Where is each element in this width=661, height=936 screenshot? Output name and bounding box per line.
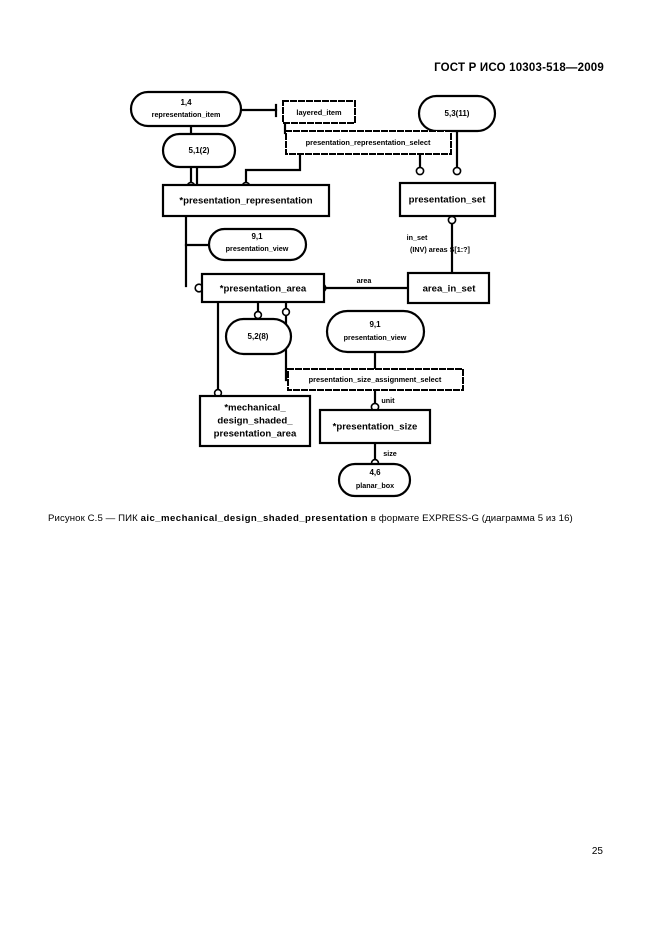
page-ref-5-2 bbox=[224, 317, 293, 356]
page-ref-5-3-number: 5,3(11) bbox=[445, 109, 470, 118]
select-presentation-size-assignment-select bbox=[287, 368, 464, 391]
page-number: 25 bbox=[591, 846, 603, 857]
page-ref-presentation-view-upper-number: 9,1 bbox=[251, 232, 263, 241]
edge-label-inv-areas: (INV) areas S[1:?] bbox=[410, 245, 470, 254]
page-ref-presentation-view-upper-label: presentation_view bbox=[226, 244, 289, 253]
edge-label-in-set: in_set bbox=[407, 233, 428, 242]
page-ref-5-1 bbox=[161, 132, 237, 169]
entity-presentation-size bbox=[318, 408, 432, 445]
relation-circle-presset-bottom bbox=[447, 215, 457, 225]
edge-label-area: area bbox=[357, 276, 373, 285]
entity-mechanical-design-shaded-presentation-area bbox=[198, 394, 312, 448]
page-ref-planar-box-label: planar_box bbox=[356, 481, 394, 490]
entity-area-in-set-label: area_in_set bbox=[423, 284, 477, 295]
caption-suffix: в формате EXPRESS-G (диаграмма 5 из 16) bbox=[368, 513, 573, 524]
page-ref-presentation-view-lower-number: 9,1 bbox=[369, 320, 381, 329]
page-ref-representation-item-label: representation_item bbox=[152, 110, 221, 119]
edge-select-to-presrep bbox=[244, 153, 302, 187]
edge-label-unit: unit bbox=[381, 396, 395, 405]
page-ref-presentation-view-lower bbox=[325, 309, 426, 354]
relation-circle-ref52 bbox=[253, 310, 263, 320]
relation-circle-sizebranch bbox=[281, 307, 291, 317]
entity-presentation-set bbox=[398, 181, 497, 218]
entity-area-in-set bbox=[406, 271, 491, 305]
page-ref-planar-box bbox=[337, 462, 412, 498]
entity-presentation-area-label: *presentation_area bbox=[220, 284, 307, 295]
entity-mech-area-label-line3: presentation_area bbox=[214, 429, 297, 440]
caption-prefix: Рисунок С.5 — ПИК bbox=[48, 513, 141, 524]
page-ref-5-2-number: 5,2(8) bbox=[248, 332, 269, 341]
standard-header: ГОСТ Р ИСО 10303-518—2009 bbox=[434, 62, 604, 74]
entity-presentation-set-label: presentation_set bbox=[409, 195, 487, 206]
entity-presentation-size-label: *presentation_size bbox=[333, 422, 418, 433]
entity-presentation-representation bbox=[161, 183, 331, 218]
edge-label-size: size bbox=[383, 449, 397, 458]
entity-presentation-area bbox=[200, 272, 326, 304]
entity-mech-area-label-line2: design_shaded_ bbox=[217, 416, 293, 427]
page-ref-representation-item-number: 1,4 bbox=[180, 98, 192, 107]
page-ref-representation-item bbox=[129, 90, 243, 128]
entity-presentation-representation-label: *presentation_representation bbox=[179, 196, 312, 207]
select-layered-item bbox=[282, 100, 356, 124]
select-presentation-representation-select-label: presentation_representation_select bbox=[306, 138, 431, 147]
select-presentation-size-assignment-select-label: presentation_size_assignment_select bbox=[309, 375, 442, 384]
relation-circle-presset-ref bbox=[452, 166, 462, 176]
select-layered-item-label: layered_item bbox=[296, 108, 342, 117]
relation-circle-presset-select bbox=[415, 166, 425, 176]
page-ref-presentation-view-upper bbox=[207, 227, 308, 262]
page-ref-5-1-number: 5,1(2) bbox=[189, 146, 210, 155]
figure-caption: Рисунок С.5 — ПИК aic_mechanical_design_… bbox=[48, 513, 618, 524]
caption-entity-name: aic_mechanical_design_shaded_presentatio… bbox=[140, 513, 369, 524]
entity-mech-area-label-line1: *mechanical_ bbox=[224, 403, 286, 414]
select-presentation-representation-select bbox=[285, 130, 452, 155]
page-ref-5-3 bbox=[417, 94, 497, 133]
page-ref-presentation-view-lower-label: presentation_view bbox=[344, 333, 407, 342]
page-ref-planar-box-number: 4,6 bbox=[369, 468, 381, 477]
express-g-diagram: 1,4 representation_item 5,1(2) 5,3(11) l… bbox=[129, 90, 497, 498]
